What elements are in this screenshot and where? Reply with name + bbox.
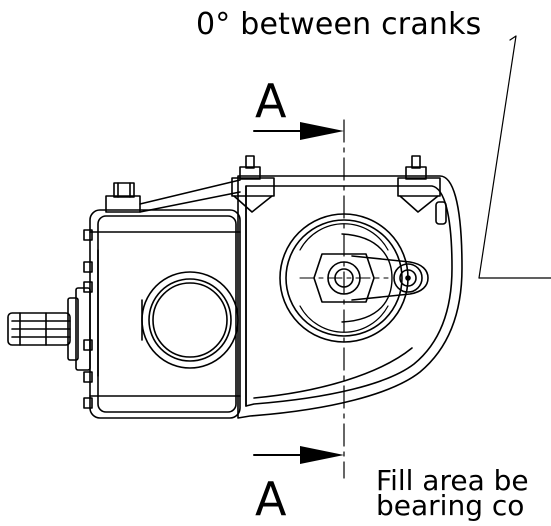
bolt-top-left bbox=[105, 182, 141, 213]
mount-stud-left bbox=[231, 155, 275, 213]
section-label-bottom: A bbox=[255, 472, 287, 526]
crank-phase-callout: 0° between cranks bbox=[196, 7, 482, 42]
callout-top-leader bbox=[478, 35, 517, 279]
section-arrow-top bbox=[253, 122, 344, 140]
crank-arm bbox=[351, 255, 429, 301]
gearbox-housing-left bbox=[83, 209, 241, 419]
housing-lower-curve bbox=[253, 347, 413, 399]
pto-input-shaft bbox=[7, 287, 91, 371]
section-label-top: A bbox=[255, 74, 287, 128]
crank-housing bbox=[139, 175, 463, 419]
fill-area-callout-line2: bearing co bbox=[376, 489, 525, 522]
crank-bearing bbox=[279, 213, 409, 343]
section-arrow-bottom bbox=[253, 446, 344, 464]
inspection-port bbox=[141, 271, 239, 369]
mount-stud-right bbox=[397, 155, 447, 225]
fill-area-callout-line1: Fill area be bbox=[376, 464, 529, 497]
